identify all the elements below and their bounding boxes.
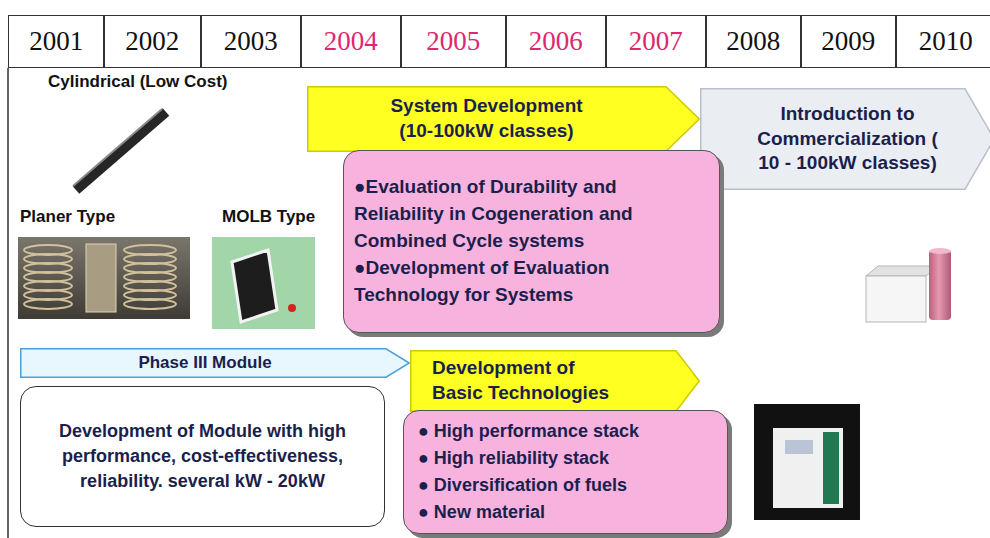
year-cell: 2010 [895, 15, 990, 68]
product-cabinet-top [866, 266, 938, 276]
arrow-outline [701, 89, 990, 190]
product-display [785, 440, 813, 454]
text-block: System Development (10-100kW classes) [372, 94, 602, 143]
timeline-arrow: Introduction to Commercialization ( 10 -… [700, 88, 990, 190]
node-text: ● High reliability stack [418, 445, 639, 472]
product-tank [929, 250, 951, 320]
photo-caption: Planer Type [20, 207, 115, 227]
planar-photo [18, 237, 190, 319]
box-shape [344, 151, 644, 301]
module-box: Development of Module with high performa… [20, 386, 385, 527]
node-text: ● Diversification of fuels [418, 472, 639, 499]
node-text: ● High performance stack [418, 418, 639, 445]
table-border [7, 68, 9, 538]
photo-caption: MOLB Type [222, 207, 315, 227]
year-cell: 2008 [705, 15, 802, 68]
year-cell: 2004 [300, 15, 402, 68]
product-tank-top [929, 248, 951, 254]
year-cell: 2001 [8, 15, 105, 68]
product-panel [823, 432, 839, 504]
text-block: Phase III Module [138, 353, 271, 373]
product-photo [754, 404, 860, 520]
timeline-arrow: System Development (10-100kW classes) [307, 86, 700, 152]
year-cell: 2006 [505, 15, 607, 68]
photo-caption: Cylindrical (Low Cost) [48, 72, 227, 92]
product-cabinet [866, 276, 926, 322]
planar-stack-core [86, 244, 116, 312]
node-text: ●Evaluation of Durability and Reliabilit… [354, 174, 709, 255]
text-block: Development of Module with high performa… [37, 419, 368, 495]
node-text: Development of Module with high performa… [37, 419, 368, 495]
molb-photo [212, 237, 315, 329]
molb-cell [232, 250, 277, 322]
task-box: ● High performance stack● High reliabili… [403, 410, 728, 534]
year-cell: 2005 [400, 15, 507, 68]
cylindrical-cell [76, 112, 166, 190]
arrow-outline [21, 349, 410, 378]
node-text: ● New material [418, 499, 639, 526]
text-block: ●Evaluation of Durability and Reliabilit… [354, 174, 709, 309]
task-box: ●Evaluation of Durability and Reliabilit… [343, 150, 720, 333]
phase-arrow: Phase III Module [20, 348, 410, 378]
year-cell: 2003 [200, 15, 302, 68]
year-cell: 2007 [605, 15, 707, 68]
product-unit [773, 428, 843, 508]
node-text: Phase III Module [138, 353, 271, 373]
text-block: ● High performance stack● High reliabili… [418, 418, 639, 526]
timeline-arrow: Development of Basic Technologies [410, 350, 700, 412]
year-cell: 2002 [103, 15, 202, 68]
arrow-outline [411, 351, 700, 412]
year-cell: 2009 [800, 15, 897, 68]
molb-marker [288, 304, 296, 312]
node-text: ●Development of Evaluation Technology fo… [354, 255, 709, 309]
node-text: Introduction to Commercialization ( 10 -… [748, 102, 948, 176]
cylindrical-cell-highlight [73, 109, 162, 186]
text-block: Introduction to Commercialization ( 10 -… [748, 102, 948, 176]
text-block: Development of Basic Technologies [432, 356, 622, 405]
arrow-outline [308, 87, 700, 152]
node-text: System Development (10-100kW classes) [372, 94, 602, 143]
node-text: Development of Basic Technologies [432, 356, 622, 405]
